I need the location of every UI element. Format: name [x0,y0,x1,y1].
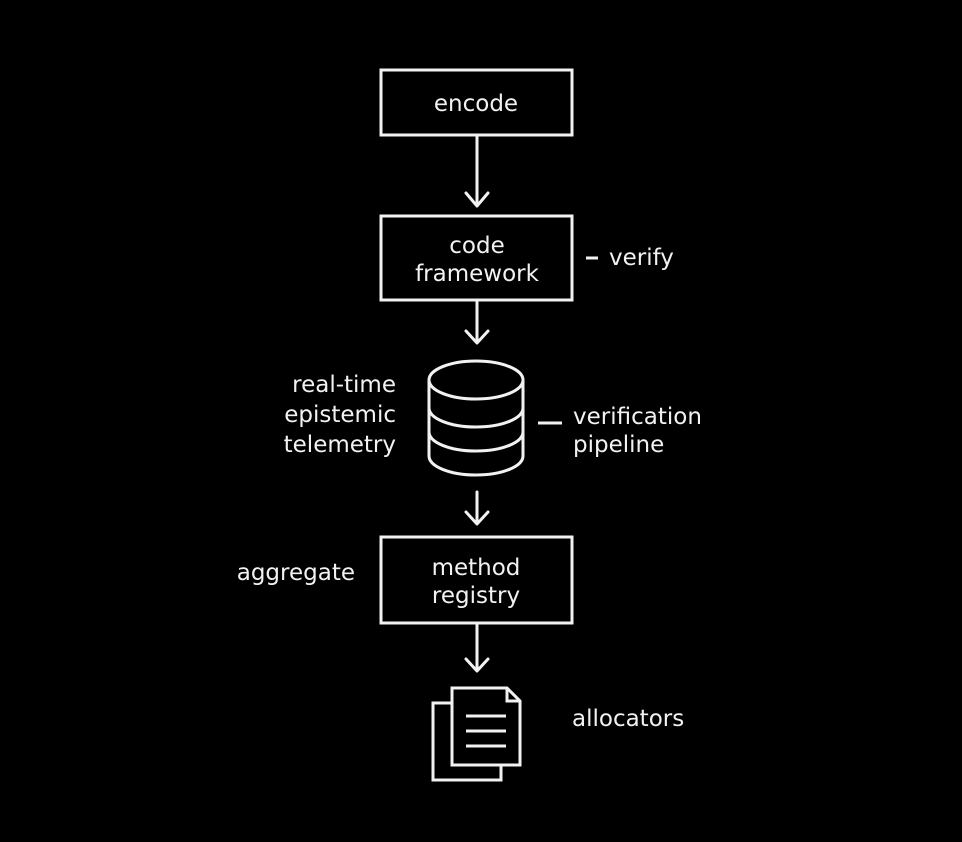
arrow-registry-to-documents [464,623,490,673]
verify-label: verify [609,245,674,271]
framework-label-line1: code [449,233,504,259]
telemetry-label-line2: epistemic [284,402,396,428]
framework-label-line2: framework [415,261,540,287]
arrow-framework-to-database [464,300,490,345]
database-icon [427,359,525,477]
telemetry-label-line1: real-time [292,372,396,398]
aggregate-label: aggregate [237,560,355,586]
allocators-label: allocators [572,706,684,732]
arrow-encode-to-framework [464,135,490,208]
encode-box [379,68,574,137]
encode-label: encode [434,91,518,117]
pipeline-label-line1: verification [573,404,702,430]
registry-label-line2: registry [432,583,520,609]
arrow-database-to-registry [464,490,490,526]
telemetry-label-line3: telemetry [284,432,396,458]
framework-box [379,214,574,302]
documents-icon [431,686,522,782]
registry-box [379,535,574,625]
registry-label-line1: method [432,555,521,581]
pipeline-label-line2: pipeline [573,432,664,458]
